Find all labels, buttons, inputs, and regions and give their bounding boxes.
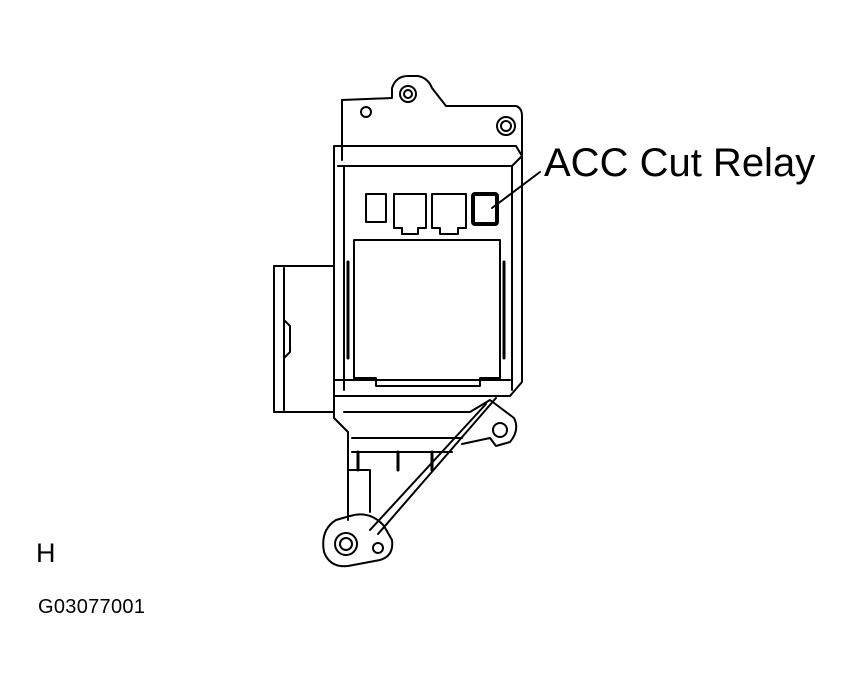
upper-bracket-hole-top	[399, 85, 417, 103]
side-connector-step	[283, 319, 291, 359]
upper-bracket	[341, 75, 523, 161]
lower-bracket-hole-right	[492, 422, 508, 438]
housing-side-face	[511, 155, 523, 167]
upper-bracket-hole-right-inner	[500, 120, 512, 132]
bottom-boss-rivet	[372, 542, 384, 554]
lower-bracket-side	[347, 469, 371, 513]
bottom-boss-hole-inner	[339, 537, 353, 551]
lower-bracket	[333, 395, 349, 521]
relay-socket-1	[393, 193, 427, 235]
callout-acc-cut-relay: ACC Cut Relay	[544, 141, 816, 185]
upper-bracket-hole-top-inner	[403, 89, 413, 99]
view-letter: H	[36, 538, 56, 568]
relay-socket-2	[431, 193, 467, 235]
side-connector	[273, 265, 335, 413]
bottom-boss	[322, 513, 394, 568]
bottom-boss-hole	[334, 532, 358, 556]
upper-bracket-hole-left	[360, 106, 372, 118]
figure-id: G03077001	[38, 596, 146, 618]
lower-bracket-plate	[343, 399, 518, 447]
lower-bracket-arm	[369, 397, 497, 535]
module-cover	[353, 239, 501, 387]
upper-bracket-hole-right	[496, 116, 516, 136]
housing-outline	[333, 145, 523, 397]
callout-leader	[491, 171, 541, 209]
acc-cut-relay	[471, 192, 499, 226]
relay-slot-empty	[365, 193, 387, 223]
lower-bracket-rail	[351, 437, 463, 453]
